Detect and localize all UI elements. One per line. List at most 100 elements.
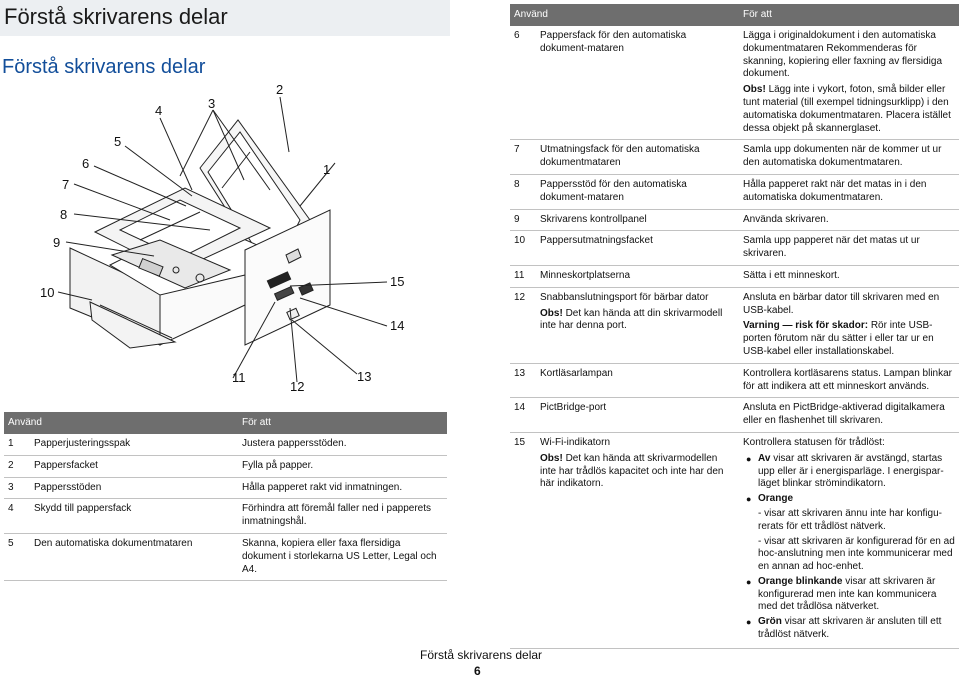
status-text: visar att skrivaren är konfigurerad men … [758, 575, 937, 613]
callout-9: 9 [53, 235, 60, 250]
table-row: 5 Den automatiska dokumentmataren Skanna… [4, 533, 447, 582]
callout-1: 1 [323, 162, 330, 177]
table-row: 1 Papperjusteringsspak Justera pappersst… [4, 434, 447, 456]
row-number: 7 [510, 139, 536, 175]
callout-7: 7 [62, 177, 69, 192]
bullet-icon: ● [746, 576, 752, 587]
printer-illustration: 1 2 3 4 5 6 7 8 9 10 11 12 13 14 15 [40, 82, 404, 394]
table-row: 12 Snabbanslutningsport för bärbar dator… [510, 287, 959, 364]
callout-15: 15 [390, 274, 404, 289]
table-row: 2 Pappersfacket Fylla på papper. [4, 455, 447, 478]
warning-label: Varning — risk för skador: [743, 320, 869, 332]
status-label: Orange blinkande [758, 575, 843, 587]
table-row: 9 Skrivarens kontrollpanel Använda skriv… [510, 209, 959, 232]
col-header-use: Använd [4, 412, 238, 434]
status-label: Orange [758, 493, 794, 505]
col-header-purpose: För att [739, 4, 959, 26]
part-purpose: Kontrollera kortläsarens status. Lampan … [739, 363, 959, 399]
part-purpose: Sätta i ett minneskort. [739, 265, 959, 288]
footer-title: Förstå skrivarens delar [420, 648, 543, 662]
row-number: 10 [510, 230, 536, 266]
part-name: Snabbanslutningsport för bärbar dator Ob… [536, 287, 739, 364]
page-title: Förstå skrivarens delar [4, 4, 228, 29]
table-row: 7 Utmatningsfack för den automatiska dok… [510, 139, 959, 175]
part-name: Pappersutmatningsfacket [536, 230, 739, 266]
status-text: visar att skrivaren är avstängd, startas… [758, 452, 944, 490]
row-number: 14 [510, 397, 536, 433]
note-text: Det kan hända att din skrivarmodell inte… [540, 307, 723, 332]
part-purpose: Fylla på papper. [238, 455, 447, 478]
bullet-icon: ● [746, 494, 752, 505]
row-number: 6 [510, 26, 536, 141]
row-number: 2 [4, 455, 30, 478]
row-number: 13 [510, 363, 536, 399]
list-item: ● Orange blinkande visar att skrivaren är… [743, 576, 955, 614]
note-text: Det kan hända att skrivarmodellen inte h… [540, 452, 724, 490]
status-text: - visar att skrivaren ännu inte har konf… [758, 507, 942, 532]
callout-4: 4 [155, 103, 162, 118]
part-name: Skrivarens kontrollpanel [536, 209, 739, 232]
part-name: Utmatningsfack för den automatiska dokum… [536, 139, 739, 175]
note: Obs! Lägg inte i vykort, foton, små bild… [743, 84, 955, 135]
table-row: 4 Skydd till pappersfack Förhindra att f… [4, 498, 447, 534]
status-label: Grön [758, 616, 782, 628]
callout-10: 10 [40, 285, 54, 300]
row-number: 15 [510, 432, 536, 649]
row-number: 3 [4, 477, 30, 500]
part-purpose: Samla upp dokumenten när de kommer ut ur… [739, 139, 959, 175]
callout-12: 12 [290, 379, 304, 394]
purpose-text: Lägga i originaldokument i den automatis… [743, 30, 943, 80]
part-purpose: Skanna, kopiera eller faxa flersidiga do… [238, 533, 447, 582]
table-row: 14 PictBridge-port Ansluta en PictBridge… [510, 397, 959, 433]
part-name-text: Snabbanslutningsport för bärbar dator [540, 291, 709, 303]
part-name: Pappersstöden [30, 477, 238, 500]
note-text: Lägg inte i vykort, foton, små bilder el… [743, 84, 951, 134]
status-text: visar att skrivaren är ansluten till ett… [758, 616, 942, 641]
page-number: 6 [474, 664, 481, 678]
table-row: 15 Wi-Fi-indikatorn Obs! Det kan hända a… [510, 432, 959, 649]
warning-text: Rör inte USB-porten förutom när du sätte… [743, 320, 934, 357]
callout-6: 6 [82, 156, 89, 171]
part-name: Pappersfack för den automatiska dokument… [536, 26, 739, 141]
callout-14: 14 [390, 318, 404, 333]
part-purpose: Hålla papperet rakt vid inmatningen. [238, 477, 447, 500]
parts-table-left: Använd För att 1 Papperjusteringsspak Ju… [4, 412, 447, 582]
part-name: Skydd till pappersfack [30, 498, 238, 534]
parts-table-right: Använd För att 6 Pappersfack för den aut… [510, 4, 959, 649]
note-label: Obs! [540, 307, 563, 319]
table-row: 6 Pappersfack för den automatiska dokume… [510, 26, 959, 141]
table-row: 10 Pappersutmatningsfacket Samla upp pap… [510, 230, 959, 266]
part-name: PictBridge-port [536, 397, 739, 433]
note-label: Obs! [540, 452, 563, 464]
purpose-text: Kontrollera statusen för trådlöst: [743, 436, 885, 448]
row-number: 8 [510, 174, 536, 210]
part-purpose: Ansluta en PictBridge-aktiverad digitalk… [739, 397, 959, 433]
part-name: Minneskortplatserna [536, 265, 739, 288]
row-number: 9 [510, 209, 536, 232]
callout-3: 3 [208, 96, 215, 111]
part-purpose: Justera pappersstöden. [238, 434, 447, 456]
note: Obs! Det kan hända att skrivarmodellen i… [540, 453, 735, 491]
note: Obs! Det kan hända att din skrivarmodell… [540, 308, 735, 334]
row-number: 11 [510, 265, 536, 288]
part-name: Den automatiska dokumentmataren [30, 533, 238, 582]
col-header-purpose: För att [238, 412, 447, 434]
note-label: Obs! [743, 84, 766, 96]
purpose-text: Ansluta en bärbar dator till skrivaren m… [743, 291, 940, 316]
part-name-text: Wi-Fi-indikatorn [540, 436, 611, 448]
callout-8: 8 [60, 207, 67, 222]
part-name: Wi-Fi-indikatorn Obs! Det kan hända att … [536, 432, 739, 649]
col-header-use: Använd [510, 4, 739, 26]
row-number: 5 [4, 533, 30, 582]
callout-5: 5 [114, 134, 121, 149]
row-number: 12 [510, 287, 536, 364]
section-heading: Förstå skrivarens delar [2, 56, 206, 78]
table-row: 11 Minneskortplatserna Sätta i ett minne… [510, 265, 959, 288]
part-name: Pappersfacket [30, 455, 238, 478]
bullet-icon: ● [746, 453, 752, 464]
warning: Varning — risk för skador: Rör inte USB-… [743, 320, 955, 358]
list-item: ●Grön visar att skrivaren är ansluten ti… [743, 616, 955, 642]
part-name: Pappersstöd för den automatiska dokument… [536, 174, 739, 210]
part-purpose: Använda skrivaren. [739, 209, 959, 232]
row-number: 1 [4, 434, 30, 456]
